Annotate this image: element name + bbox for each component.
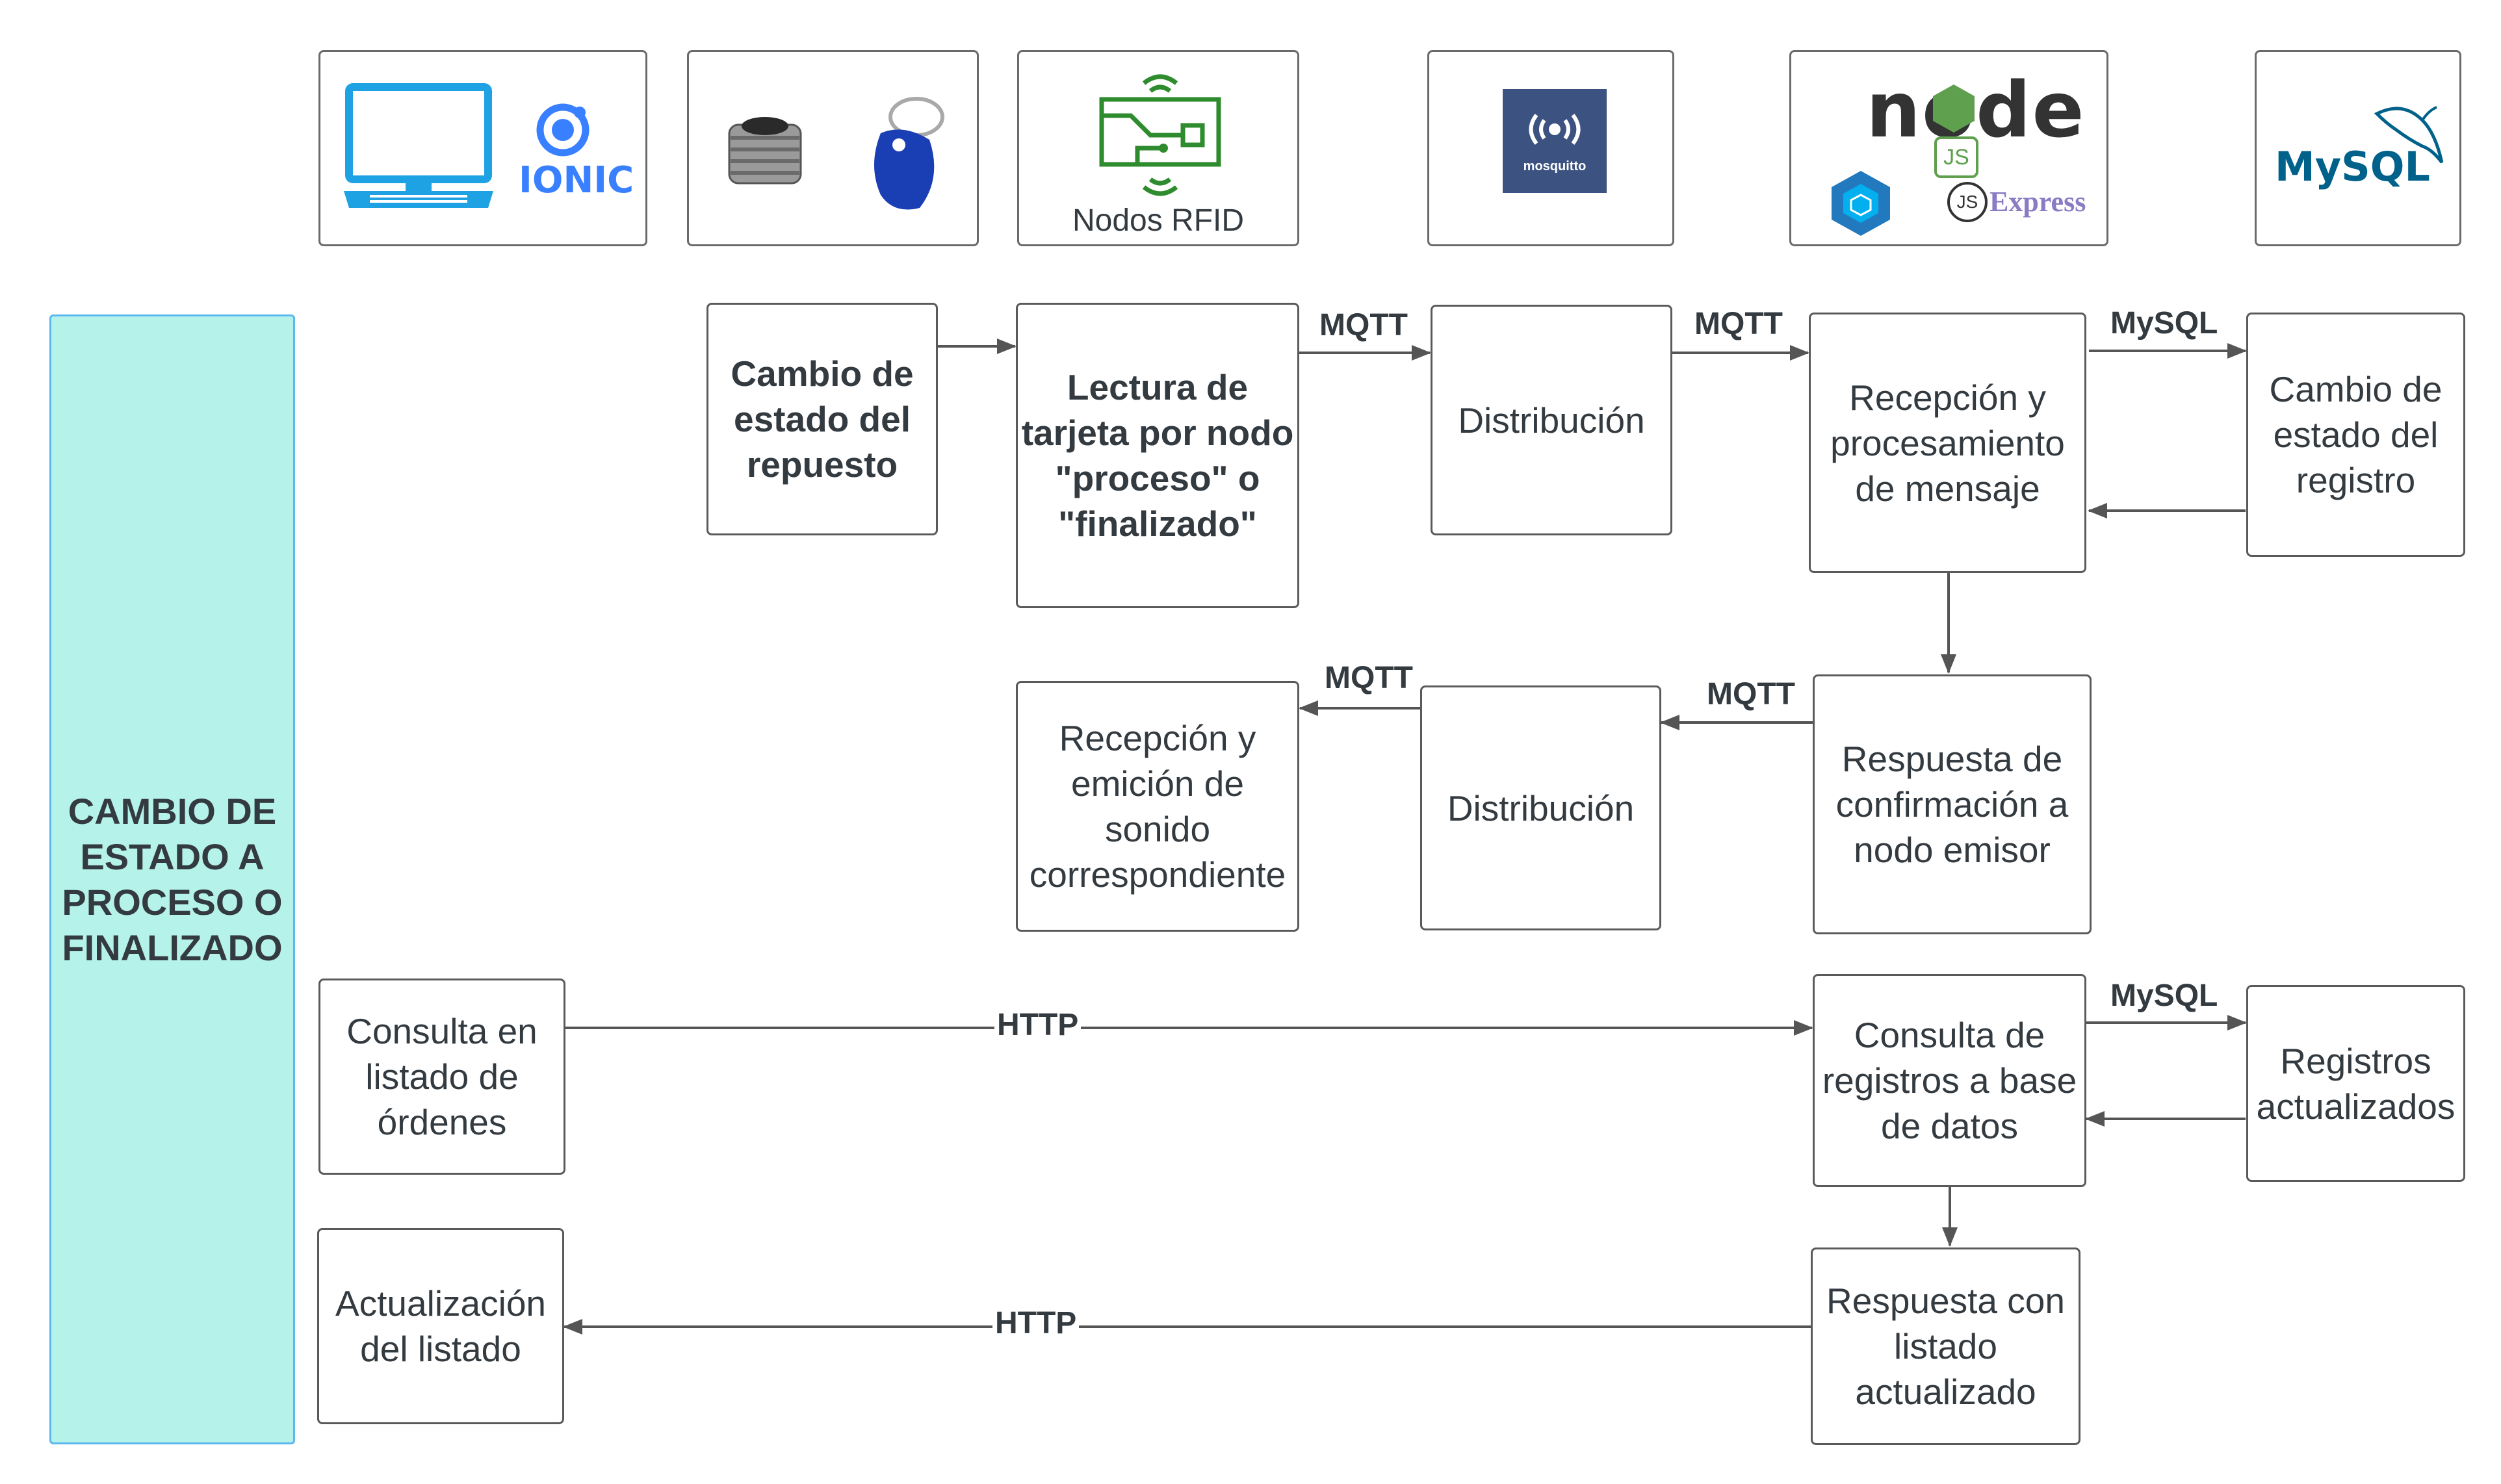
node-js-badge: JS [1934,136,1978,178]
logo-box-parts [687,50,979,246]
laptop-icon [344,83,493,208]
edge-label-mqtt-1: MQTT [1319,308,1408,342]
logo-box-mysql: MySQL [2255,50,2461,246]
edge-label-mqtt-2: MQTT [1694,307,1783,341]
express-js-badge: JS [1947,182,1988,222]
node-respuesta-listado-label: Respuesta con listado actualizado [1826,1281,2065,1412]
node-consulta-listado-label: Consulta en listado de órdenes [346,1011,538,1142]
node-registros-actualizados: Registros actualizados [2246,985,2465,1182]
node-recepcion-procesamiento: Recepción y procesamiento de mensaje [1809,313,2086,573]
edge-label-mysql-1: MySQL [2110,306,2218,340]
node-hex-icon [1933,84,1975,133]
node-actualizacion-listado: Actualización del listado [317,1228,564,1424]
node-recepcion-sonido: Recepción y emición de sonido correspond… [1016,681,1299,932]
node-consulta-listado: Consulta en listado de órdenes [318,979,565,1175]
node-actualizacion-listado-label: Actualización del listado [335,1283,547,1369]
mysql-dolphin-icon [2374,106,2444,164]
swimlane-title: CAMBIO DE ESTADO A PROCESO O FINALIZADO [62,790,283,968]
edge-label-http-2: HTTP [992,1305,1080,1341]
node-registros-actualizados-label: Registros actualizados [2256,1040,2456,1127]
node-recepcion-sonido-label: Recepción y emición de sonido correspond… [1029,718,1286,895]
node-distribucion-2: Distribución [1420,685,1661,930]
logo-box-node: node JS JS Express [1789,50,2108,246]
ionic-logo-text: IONIC [519,159,634,201]
edge-label-mqtt-3: MQTT [1707,677,1795,711]
node-cambio-repuesto-label: Cambio de estado del repuesto [731,353,914,485]
node-consulta-registros-label: Consulta de registros a base de datos [1822,1015,2077,1146]
node-cambio-repuesto: Cambio de estado del repuesto [706,303,938,535]
node-respuesta-listado: Respuesta con listado actualizado [1811,1247,2080,1445]
edge-label-mqtt-4: MQTT [1325,661,1413,695]
mosquitto-icon: mosquitto [1503,89,1607,193]
node-lectura-tarjeta: Lectura de tarjeta por nodo "proceso" o … [1016,303,1299,608]
node-distribucion-1-label: Distribución [1458,400,1645,441]
node-distribucion-1: Distribución [1431,305,1672,535]
node-lectura-tarjeta-label: Lectura de tarjeta por nodo "proceso" o … [1021,367,1294,544]
node-consulta-registros: Consulta de registros a base de datos [1813,974,2086,1187]
node-respuesta-confirmacion-label: Respuesta de confirmación a nodo emisor [1835,739,2069,870]
mysql-logo-text: MySQL [2275,143,2430,190]
node-cambio-registro: Cambio de estado del registro [2246,313,2465,557]
node-cambio-registro-label: Cambio de estado del registro [2269,369,2443,500]
express-logo-text: Express [1989,186,2086,218]
swimlane-label: CAMBIO DE ESTADO A PROCESO O FINALIZADO [49,314,295,1444]
mosquitto-logo-text: mosquitto [1523,159,1587,173]
rfid-caption: Nodos RFID [1072,203,1245,238]
rfid-node-icon [1099,74,1221,196]
logo-box-rfid: Nodos RFID [1017,50,1299,246]
rfid-tag-icon [874,97,944,210]
edge-label-mysql-2: MySQL [2110,979,2218,1013]
logo-box-mosquitto: mosquitto [1427,50,1674,246]
logo-box-ionic: IONIC [318,50,647,246]
edge-label-http-1: HTTP [994,1007,1082,1043]
node-respuesta-confirmacion: Respuesta de confirmación a nodo emisor [1813,674,2092,934]
node-recepcion-procesamiento-label: Recepción y procesamiento de mensaje [1830,377,2065,509]
engine-part-icon [728,117,802,185]
ionic-icon [536,103,590,157]
node-distribucion-2-label: Distribución [1447,787,1635,828]
sequelize-icon [1832,171,1890,236]
